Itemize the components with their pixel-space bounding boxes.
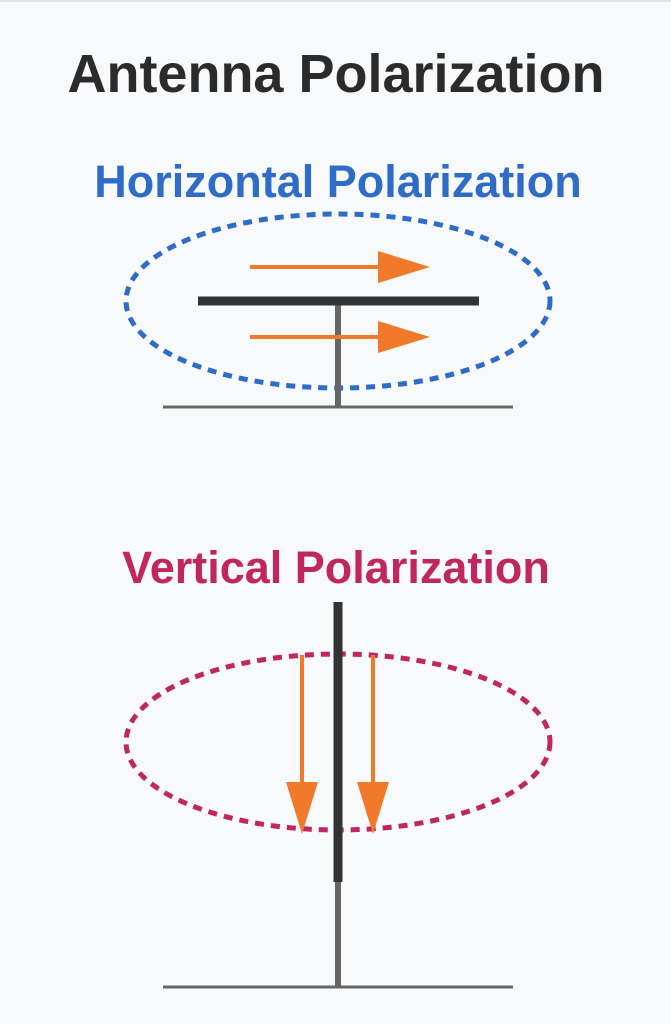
horizontal-title: Horizontal Polarization: [94, 156, 582, 207]
horizontal-arrow-upper: [250, 251, 430, 283]
vertical-arrow-right: [357, 655, 389, 834]
horizontal-section: Horizontal Polarization: [94, 156, 582, 409]
page-title: Antenna Polarization: [67, 44, 604, 104]
horizontal-arrow-lower: [250, 321, 430, 353]
vertical-arrow-left: [286, 655, 318, 834]
vertical-title: Vertical Polarization: [122, 542, 550, 593]
vertical-section: Vertical Polarization: [122, 542, 553, 989]
